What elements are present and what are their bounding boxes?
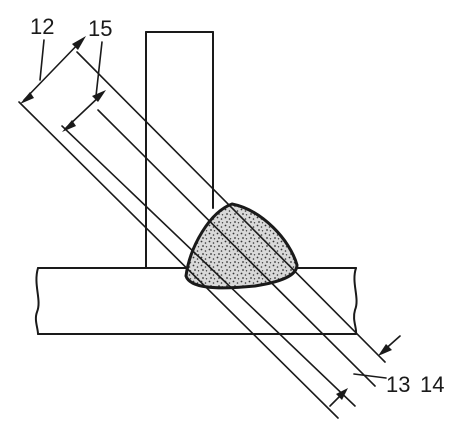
dimension-13-14 (329, 335, 401, 407)
diagonal-reference-lines (18, 51, 386, 419)
base-plate (34, 267, 358, 335)
label-12: 12 (30, 14, 54, 39)
label-13: 13 (386, 372, 410, 397)
label-14: 14 (420, 372, 444, 397)
dimension-12 (20, 36, 86, 104)
dimension-15 (62, 41, 106, 132)
label-15: 15 (88, 16, 112, 41)
